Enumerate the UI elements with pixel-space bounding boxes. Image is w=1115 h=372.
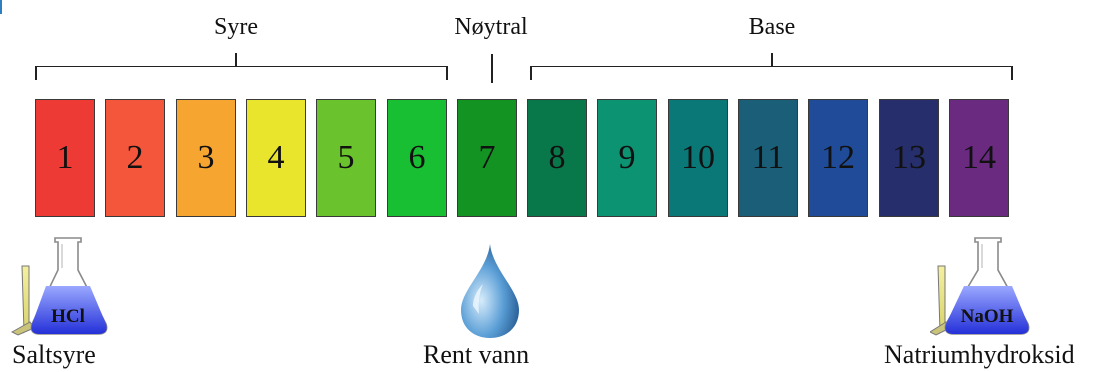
ph-value-label: 5 <box>337 139 355 176</box>
ph-swatch-13: 13 <box>879 99 939 217</box>
ph-value-label: 1 <box>56 139 74 176</box>
naoh-flask-icon: NaOH <box>930 237 1030 336</box>
base-label: Base <box>748 14 796 40</box>
corner-mark <box>0 0 2 14</box>
water-caption: Rent vann <box>423 340 530 369</box>
ph-swatch-9: 9 <box>597 99 657 217</box>
ph-value-label: 2 <box>126 139 144 176</box>
ph-swatch-4: 4 <box>246 99 306 217</box>
ph-value-label: 8 <box>548 139 566 176</box>
ph-value-label: 6 <box>408 139 426 176</box>
neutral-label: Nøytral <box>454 14 528 40</box>
ph-swatch-6: 6 <box>387 99 447 217</box>
hcl-caption: Saltsyre <box>12 340 96 369</box>
ph-value-label: 7 <box>478 139 496 176</box>
ph-swatch-2: 2 <box>105 99 165 217</box>
ph-swatch-3: 3 <box>176 99 236 217</box>
ph-swatch-7: 7 <box>457 99 517 217</box>
hcl-flask-icon: HCl <box>10 237 108 336</box>
naoh-flask-label: NaOH <box>961 306 1014 327</box>
ph-value-label: 12 <box>821 139 855 176</box>
naoh-caption: Natriumhydroksid <box>884 340 1075 369</box>
base-bracket <box>530 53 1013 80</box>
acid-label: Syre <box>214 14 258 40</box>
ph-swatch-12: 12 <box>808 99 868 217</box>
ph-swatch-5: 5 <box>316 99 376 217</box>
ph-swatch-10: 10 <box>668 99 728 217</box>
ph-value-label: 14 <box>962 139 996 176</box>
ph-value-label: 4 <box>267 139 285 176</box>
ph-swatch-11: 11 <box>738 99 798 217</box>
ph-swatch-8: 8 <box>527 99 587 217</box>
ph-swatch-14: 14 <box>949 99 1009 217</box>
neutral-marker <box>491 54 493 83</box>
ph-value-label: 11 <box>751 139 785 176</box>
ph-value-label: 13 <box>892 139 926 176</box>
ph-swatch-1: 1 <box>35 99 95 217</box>
ph-value-label: 3 <box>197 139 215 176</box>
water-drop-icon <box>461 244 519 338</box>
ph-value-label: 10 <box>681 139 715 176</box>
ph-value-label: 9 <box>618 139 636 176</box>
hcl-flask-label: HCl <box>51 306 85 327</box>
acid-bracket <box>35 53 448 80</box>
